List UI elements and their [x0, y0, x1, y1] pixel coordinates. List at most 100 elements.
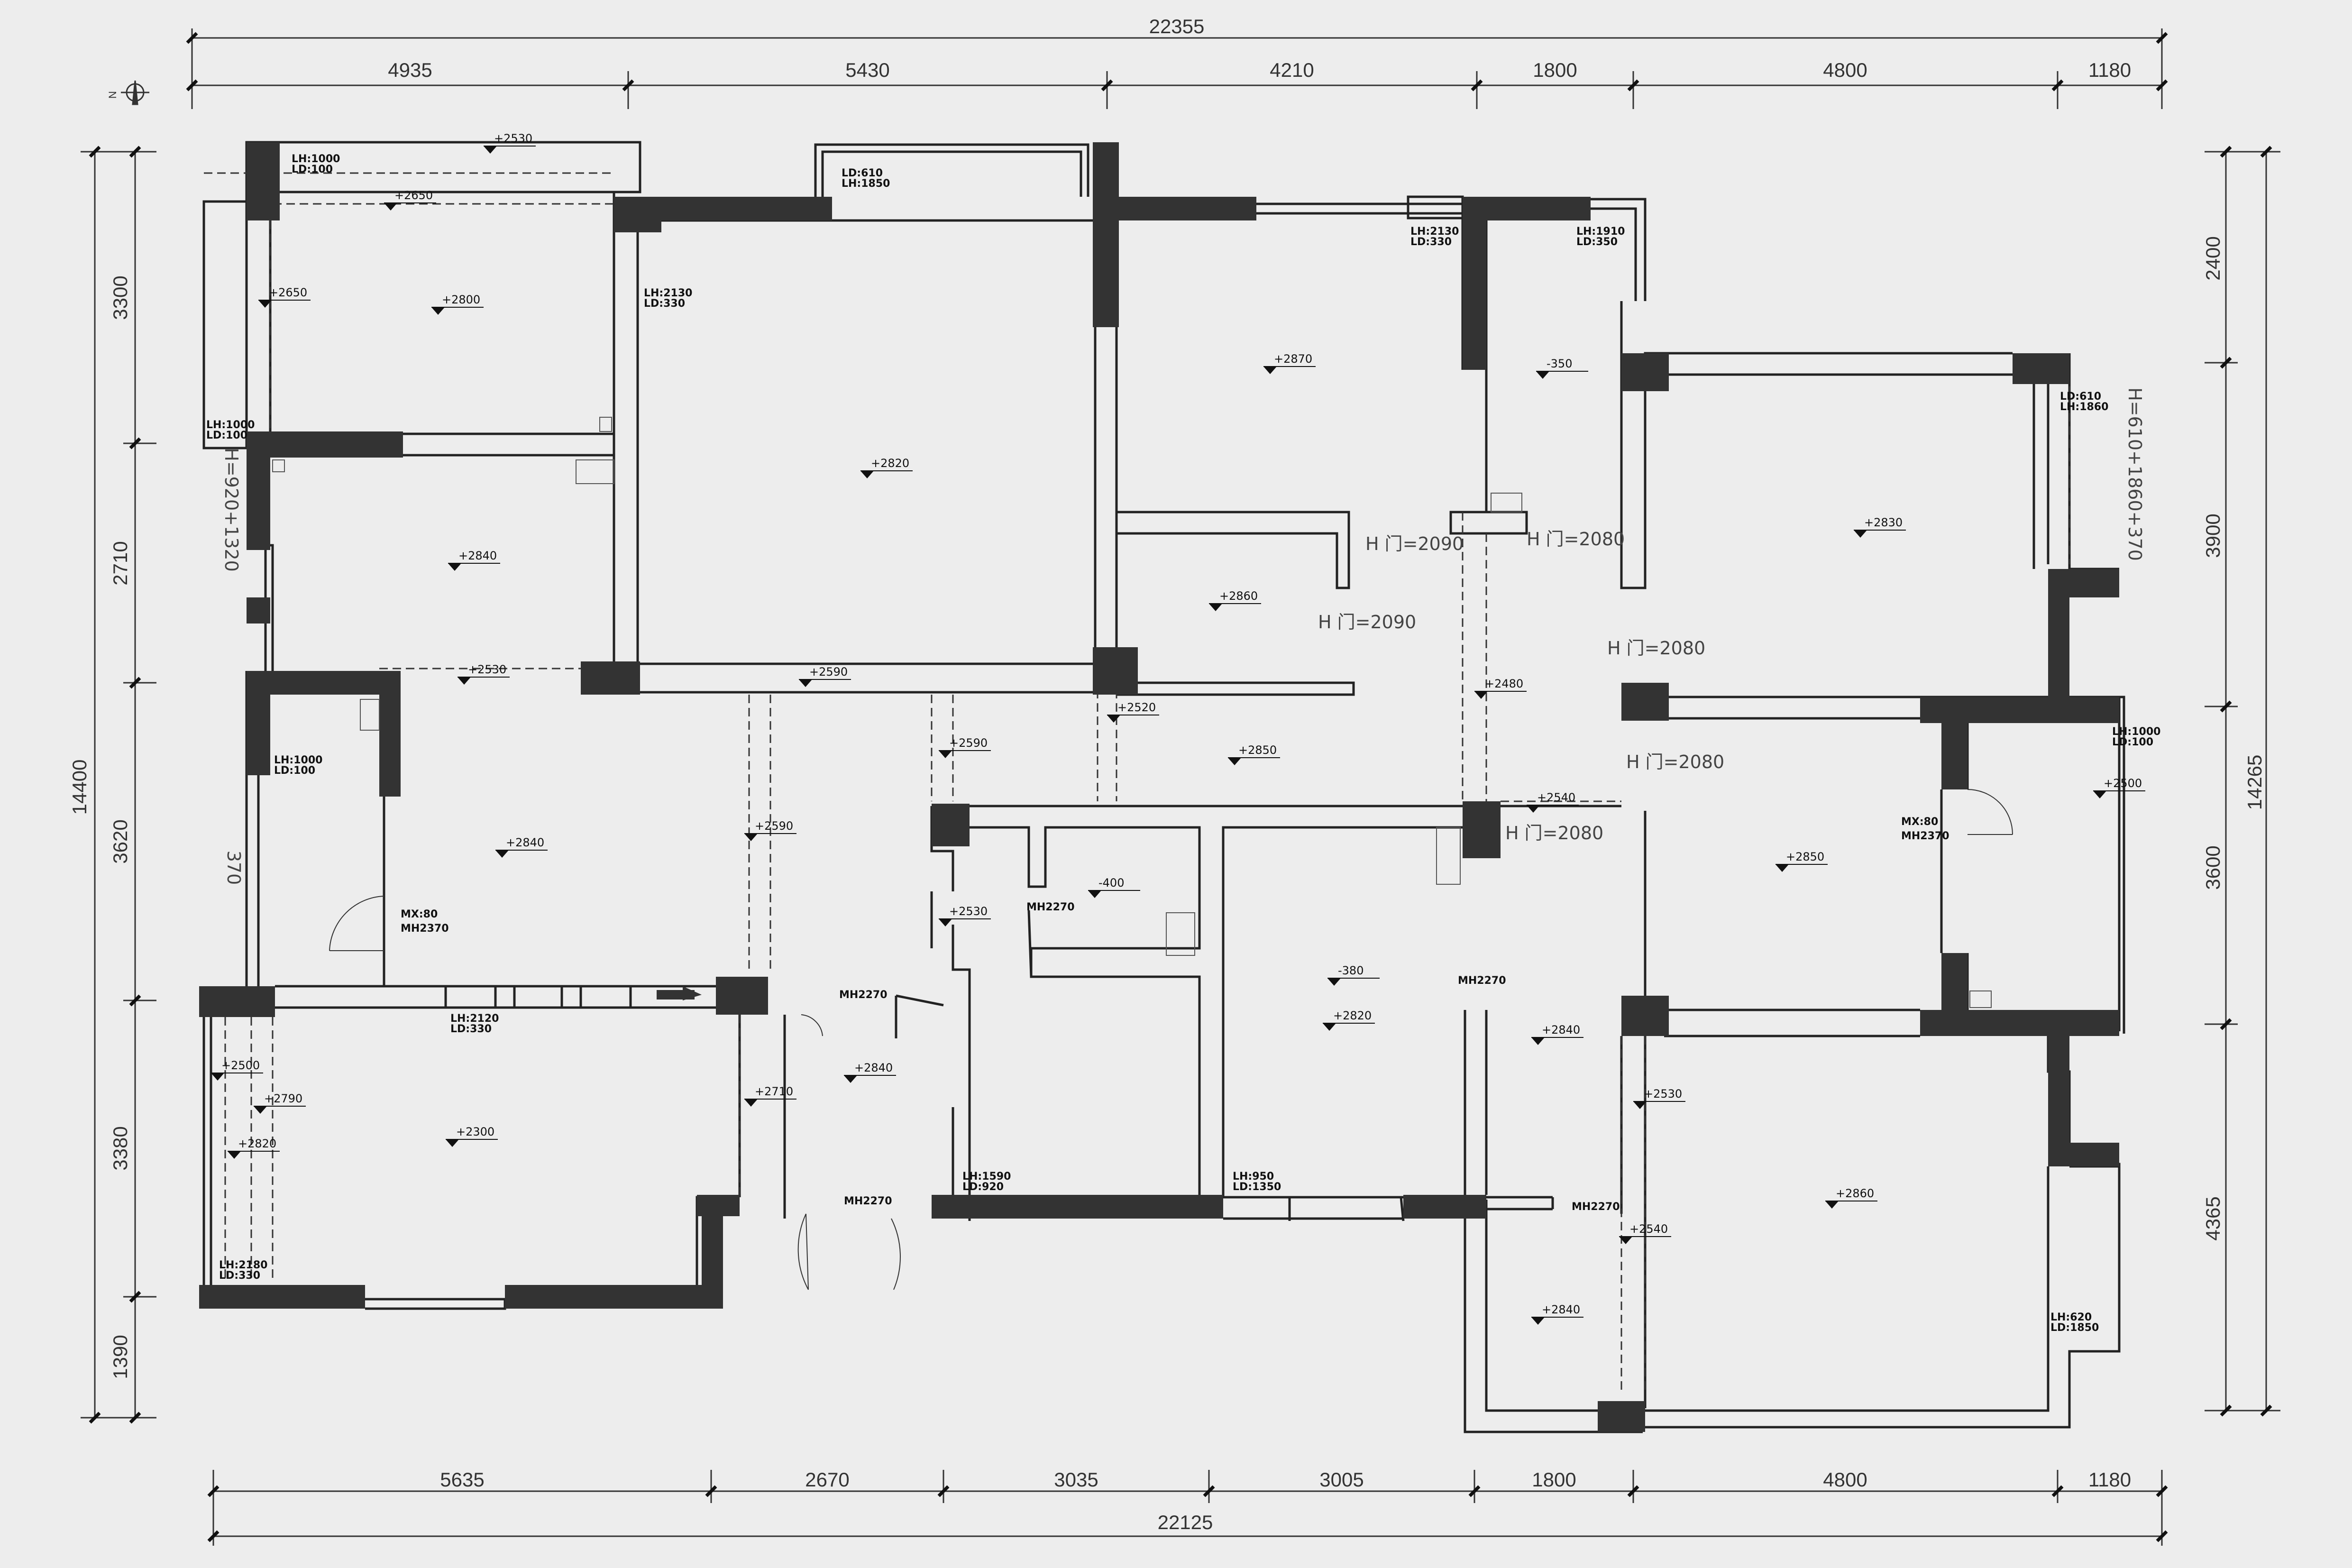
left-dim-4: 3380	[109, 1126, 131, 1170]
elevation-marker-icon	[1323, 1023, 1336, 1031]
elevation-marker-icon	[1088, 890, 1101, 898]
left-dim-3: 3620	[109, 819, 131, 863]
elevation-marker-icon	[1536, 371, 1549, 379]
elevation-marker-icon	[744, 1099, 758, 1107]
elevation-marker-icon	[384, 203, 397, 211]
elevation-value: +2590	[809, 665, 848, 679]
elevation-marker-icon	[1633, 1101, 1647, 1109]
elevation-value: +2500	[221, 1059, 260, 1072]
top-dim-5: 4800	[1823, 59, 1867, 81]
top-dim-6: 1180	[2088, 59, 2131, 81]
elevation-marker-icon	[254, 1106, 267, 1114]
elevation-value: +2710	[755, 1085, 793, 1098]
elevation-marker-icon	[1209, 604, 1222, 611]
elevation-marker-icon	[1327, 978, 1341, 986]
elevation-value: +2820	[871, 457, 909, 470]
elevation-value: +2300	[456, 1125, 494, 1138]
north-arrow-icon	[121, 80, 149, 105]
top-dim-2: 5430	[845, 59, 889, 81]
bottom-dimensions	[212, 1470, 2163, 1546]
elevation-value: +2650	[269, 286, 307, 299]
left-dim-2: 2710	[109, 541, 131, 585]
door-height-2: H 门=2080	[1527, 529, 1625, 550]
right-dim-2: 3900	[2202, 513, 2224, 558]
elevation-value: +2820	[1333, 1009, 1372, 1022]
elevation-marker-icon	[446, 1139, 459, 1147]
elevation-marker-icon	[458, 677, 471, 685]
elevation-marker-icon	[1263, 367, 1277, 374]
left-dimensions	[81, 151, 156, 1419]
elevation-value: -350	[1547, 357, 1572, 370]
elevation-value: +2530	[494, 132, 532, 145]
left-dim-1: 3300	[109, 275, 131, 320]
elevation-marker-icon	[1474, 691, 1488, 699]
elevation-value: +2800	[442, 293, 480, 306]
elevation-marker-icon	[211, 1073, 224, 1081]
right-window-note: H=610+1860+370	[2124, 387, 2145, 561]
elevation-value: +2860	[1836, 1187, 1874, 1200]
right-dim-1: 2400	[2202, 236, 2224, 280]
right-dim-4: 4365	[2202, 1196, 2224, 1240]
elevation-value: +2840	[506, 836, 544, 849]
top-dim-4: 1800	[1533, 59, 1577, 81]
door-height-5: H 门=2080	[1626, 752, 1724, 772]
mh-label: MH2270	[1026, 901, 1075, 913]
elevation-marker-icon	[484, 146, 497, 154]
elevation-marker-icon	[1825, 1201, 1839, 1209]
bottom-total-dim: 22125	[1158, 1511, 1213, 1533]
bearing-walls	[199, 142, 2119, 1432]
left-dim-ticks	[89, 146, 141, 1424]
elevation-value: -380	[1338, 964, 1364, 977]
elevation-marker-icon	[1775, 864, 1789, 872]
bottom-dim-1: 5635	[440, 1468, 484, 1491]
elevation-marker-icon	[2093, 791, 2106, 798]
elevation-value: +2500	[2104, 777, 2142, 790]
elevation-value: +2840	[458, 549, 497, 562]
elevation-value: +2540	[1537, 791, 1575, 804]
top-total-dim: 22355	[1149, 15, 1205, 37]
door-height-6: H 门=2080	[1505, 823, 1603, 844]
elevation-marker-icon	[228, 1151, 241, 1159]
mh-label: MH2270	[1458, 975, 1506, 987]
elevation-marker-icon	[744, 834, 758, 841]
sink-icon	[272, 417, 1992, 1008]
elevation-value: +2520	[1117, 701, 1156, 714]
bottom-dim-7: 1180	[2088, 1468, 2131, 1491]
top-dimensions	[191, 28, 2163, 109]
bottom-dim-4: 3005	[1319, 1468, 1364, 1491]
bottom-dim-5: 1800	[1532, 1468, 1576, 1491]
elevation-marker-icon	[448, 563, 461, 571]
door-height-4: H 门=2080	[1607, 638, 1705, 659]
elevation-value: +2850	[1238, 743, 1277, 757]
left-dim-5: 1390	[109, 1335, 131, 1379]
elevation-marker-icon	[1531, 1037, 1545, 1045]
elevation-value: +2590	[755, 819, 793, 833]
bottom-dim-3: 3035	[1054, 1468, 1098, 1491]
elevation-value: +2540	[1629, 1222, 1668, 1236]
elevation-marker-icon	[495, 850, 509, 858]
elevation-value: +2860	[1219, 589, 1258, 603]
door-height-1: H 门=2090	[1365, 533, 1464, 554]
wall-outlines	[202, 141, 2125, 1433]
elevation-marker-icon	[431, 307, 445, 315]
elevation-value: +2590	[949, 736, 988, 750]
elevation-value: +2840	[854, 1061, 893, 1074]
dashed-lines	[204, 172, 2070, 1394]
elevation-value: +2650	[394, 189, 433, 202]
elevation-value: +2790	[264, 1092, 302, 1105]
elevation-marker-icon	[799, 679, 812, 687]
elevation-marker-icon	[1228, 758, 1241, 765]
elevation-marker-icon	[1854, 530, 1867, 538]
